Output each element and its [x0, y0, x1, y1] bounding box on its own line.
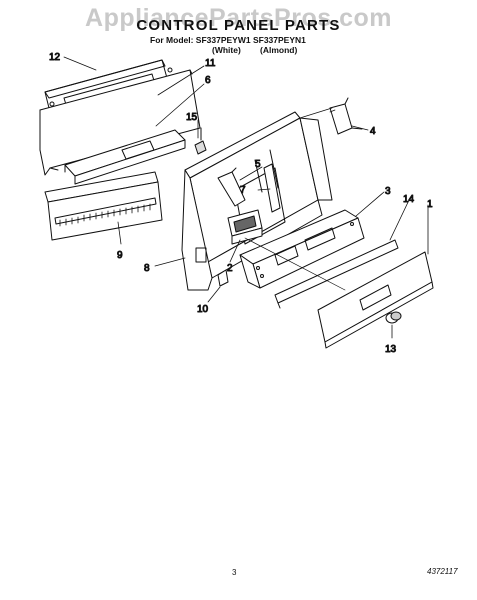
- callout-6: 6: [205, 75, 211, 86]
- callout-12: 12: [49, 52, 61, 63]
- part-2-switch-module: [227, 209, 263, 245]
- callout-1: 1: [427, 199, 433, 210]
- part-6-channel: [64, 129, 186, 185]
- part-9-vent-strip: [44, 171, 163, 241]
- callout-15: 15: [186, 112, 198, 123]
- part-10-clip: [217, 269, 229, 287]
- color-almond-label: (Almond): [260, 45, 298, 55]
- callout-13: 13: [385, 344, 397, 355]
- callout-4: 4: [370, 126, 376, 137]
- part-13-knob: [385, 311, 402, 324]
- part-14-trim-strip: [274, 239, 399, 309]
- part-8-main-frame: [181, 111, 333, 291]
- callout-5: 5: [255, 159, 261, 170]
- callout-9: 9: [117, 250, 123, 261]
- callout-3: 3: [385, 186, 391, 197]
- callout-7: 7: [240, 185, 246, 196]
- part-1-overlay-panel: [317, 251, 434, 349]
- callout-leaders: [63, 56, 429, 339]
- color-white-label: (White): [212, 45, 241, 55]
- document-code: 4372117: [427, 567, 458, 576]
- part-7-bracket: [263, 163, 281, 213]
- assembly-lines: [244, 107, 346, 291]
- callout-2: 2: [227, 263, 233, 274]
- page-number: 3: [232, 568, 237, 577]
- callout-14: 14: [403, 194, 415, 205]
- watermark-text: AppliancePartsPros.com: [85, 4, 392, 32]
- callout-8: 8: [144, 263, 150, 274]
- part-15-clip: [194, 127, 207, 155]
- callout-10: 10: [197, 304, 209, 315]
- part-4-end-bracket: [329, 97, 363, 135]
- part-5-bracket: [217, 167, 246, 207]
- model-line: For Model: SF337PEYW1 SF337PEYN1: [150, 35, 306, 45]
- diagram-title: CONTROL PANEL PARTS: [136, 17, 341, 34]
- callout-11: 11: [205, 58, 216, 69]
